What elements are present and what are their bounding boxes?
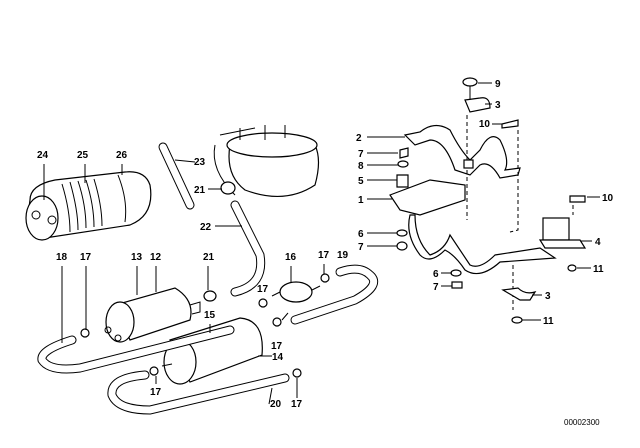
fuel-pump — [104, 287, 201, 343]
label-10: 10 — [479, 119, 491, 130]
catalog-number: 00002300 — [564, 418, 600, 427]
label-2: 2 — [356, 133, 362, 144]
label-4: 4 — [595, 237, 601, 248]
part-labels: 24 25 26 23 21 22 18 17 13 12 21 16 17 1… — [37, 79, 614, 427]
label-9: 9 — [495, 79, 501, 90]
label-6: 6 — [358, 229, 364, 240]
label-3: 3 — [495, 100, 501, 111]
label-19: 19 — [337, 250, 349, 261]
label-13: 13 — [131, 252, 143, 263]
fuel-filter — [161, 317, 263, 385]
label-25: 25 — [77, 150, 89, 161]
label-22: 22 — [200, 222, 212, 233]
label-7: 7 — [358, 242, 364, 253]
mounting-bracket — [389, 77, 587, 324]
label-8: 8 — [358, 161, 364, 172]
label-23: 23 — [194, 157, 206, 168]
pressure-damper — [271, 281, 321, 303]
label-18: 18 — [56, 252, 68, 263]
label-21: 21 — [194, 185, 206, 196]
clamp-21-upper — [220, 181, 236, 195]
label-17: 17 — [291, 399, 303, 410]
label-17: 17 — [271, 341, 283, 352]
label-11: 11 — [593, 264, 604, 275]
label-7: 7 — [358, 149, 364, 160]
label-21: 21 — [203, 252, 215, 263]
label-17: 17 — [80, 252, 92, 263]
label-14: 14 — [272, 352, 284, 363]
label-20: 20 — [270, 399, 282, 410]
label-12: 12 — [150, 252, 162, 263]
label-26: 26 — [116, 150, 128, 161]
fuel-tank-sender — [213, 125, 320, 198]
hose-20 — [107, 370, 290, 415]
filter-canister-assembly — [25, 171, 152, 241]
label-10: 10 — [602, 193, 614, 204]
leader-lines — [43, 82, 600, 405]
label-17: 17 — [257, 284, 269, 295]
label-17: 17 — [318, 250, 330, 261]
label-1: 1 — [358, 195, 364, 206]
label-15: 15 — [204, 310, 216, 321]
label-24: 24 — [37, 150, 49, 161]
label-11: 11 — [543, 316, 554, 327]
clamp-21-lower — [203, 290, 217, 302]
label-17: 17 — [150, 387, 162, 398]
label-5: 5 — [358, 176, 364, 187]
label-7: 7 — [433, 282, 439, 293]
hose-clamps — [80, 273, 330, 378]
label-6: 6 — [433, 269, 439, 280]
label-3: 3 — [545, 291, 551, 302]
label-16: 16 — [285, 252, 297, 263]
